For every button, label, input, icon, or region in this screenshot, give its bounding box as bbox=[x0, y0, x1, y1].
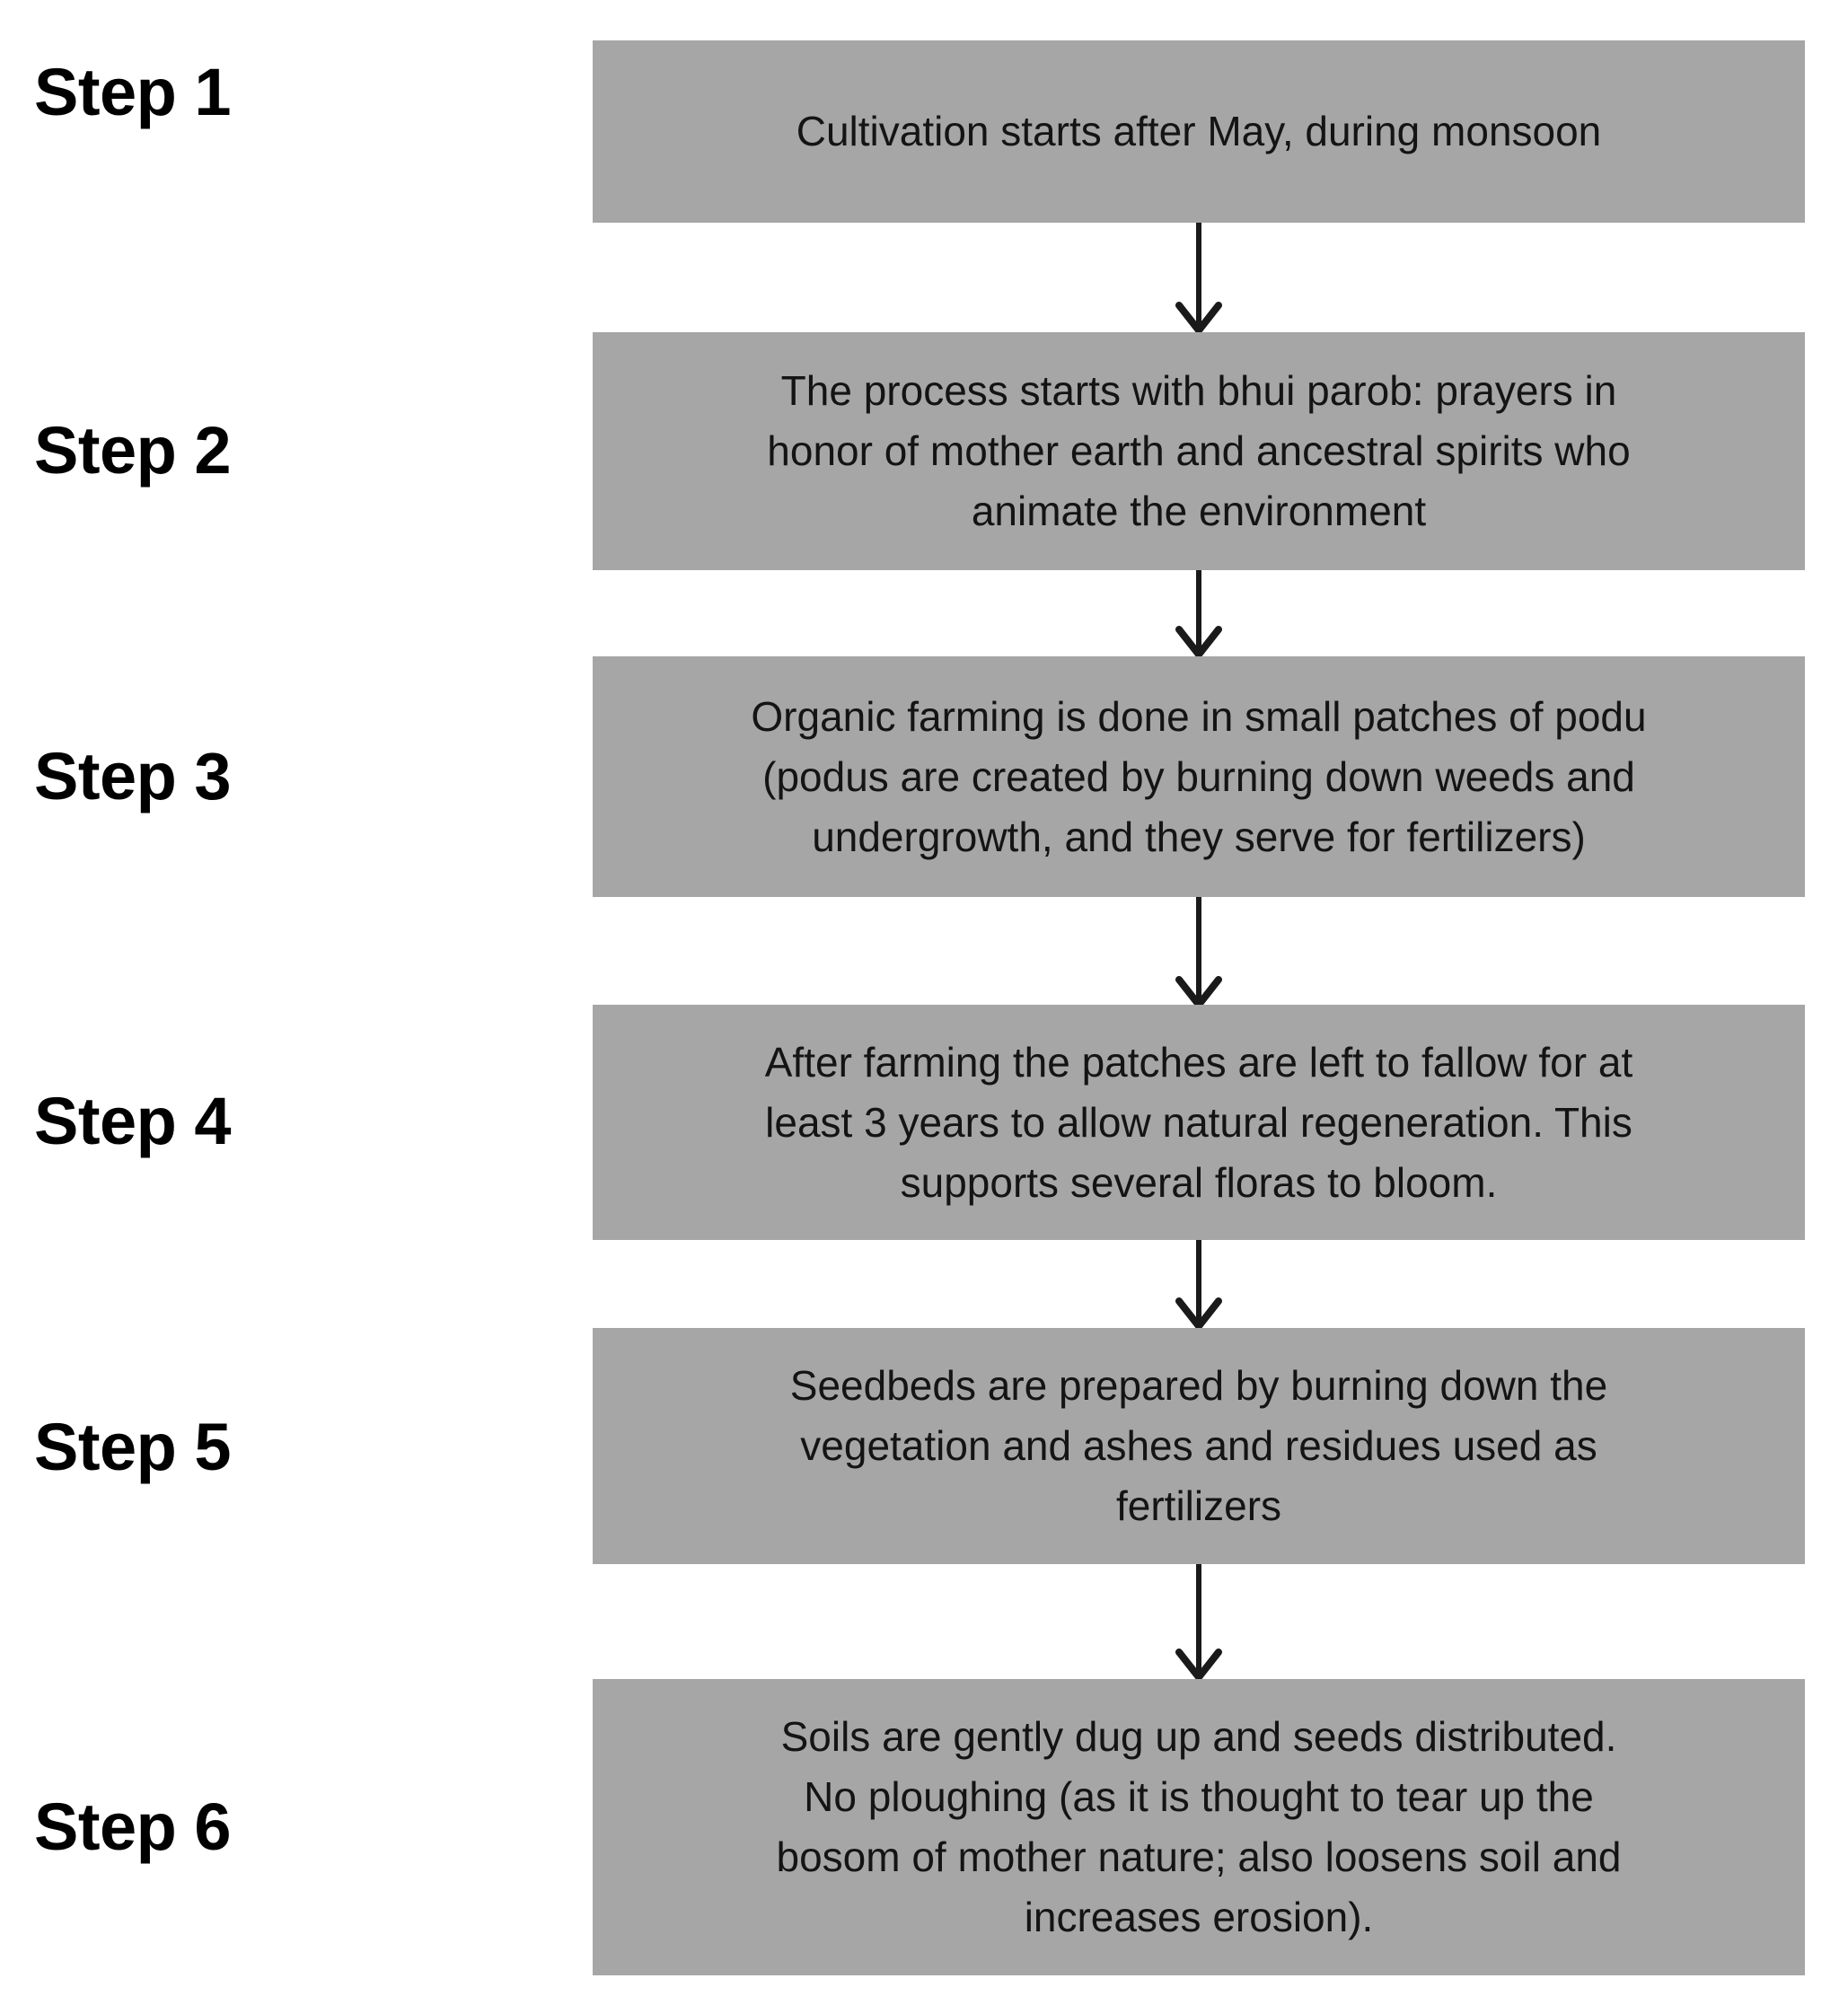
box-line: No ploughing (as it is thought to tear u… bbox=[804, 1773, 1594, 1820]
box-line: animate the environment bbox=[971, 488, 1427, 534]
connector-arrow-3-4 bbox=[1167, 897, 1230, 1007]
process-box-1-text: Cultivation starts after May, during mon… bbox=[609, 101, 1789, 162]
box-line: fertilizers bbox=[1115, 1482, 1282, 1529]
process-box-2[interactable]: The process starts with bhui parob: pray… bbox=[593, 332, 1805, 570]
process-box-2-text: The process starts with bhui parob: pray… bbox=[609, 361, 1789, 541]
box-line: supports several floras to bloom. bbox=[900, 1158, 1498, 1206]
box-line: least 3 years to allow natural regenerat… bbox=[765, 1098, 1632, 1146]
process-box-5-text: Seedbeds are prepared by burning down th… bbox=[609, 1356, 1789, 1536]
box-line: (podus are created by burning down weeds… bbox=[762, 752, 1635, 800]
down-arrow-icon bbox=[1175, 897, 1222, 1007]
process-box-3[interactable]: Organic farming is done in small patches… bbox=[593, 656, 1805, 897]
step-label-5: Step 5 bbox=[34, 1410, 232, 1484]
box-line: Seedbeds are prepared by burning down th… bbox=[789, 1362, 1608, 1409]
box-line: increases erosion). bbox=[1024, 1894, 1374, 1940]
process-box-3-text: Organic farming is done in small patches… bbox=[609, 687, 1789, 867]
step-label-2: Step 2 bbox=[34, 413, 232, 488]
box-line: undergrowth, and they serve for fertiliz… bbox=[812, 813, 1586, 860]
box-line: bosom of mother nature; also loosens soi… bbox=[776, 1833, 1622, 1880]
connector-arrow-4-5 bbox=[1167, 1240, 1230, 1328]
box-line: The process starts with bhui parob: pray… bbox=[780, 367, 1617, 414]
box-line: Cultivation starts after May, during mon… bbox=[796, 108, 1602, 154]
box-line: vegetation and ashes and residues used a… bbox=[800, 1422, 1597, 1469]
down-arrow-icon bbox=[1175, 1240, 1222, 1328]
process-box-4[interactable]: After farming the patches are left to fa… bbox=[593, 1005, 1805, 1240]
step-label-4: Step 4 bbox=[34, 1084, 232, 1158]
process-box-5[interactable]: Seedbeds are prepared by burning down th… bbox=[593, 1328, 1805, 1564]
box-line: After farming the patches are left to fa… bbox=[764, 1038, 1633, 1086]
step-label-6: Step 6 bbox=[34, 1789, 232, 1864]
box-line: honor of mother earth and ancestral spir… bbox=[767, 427, 1631, 474]
process-box-6[interactable]: Soils are gently dug up and seeds distri… bbox=[593, 1679, 1805, 1975]
down-arrow-icon bbox=[1175, 570, 1222, 656]
box-line: Soils are gently dug up and seeds distri… bbox=[780, 1713, 1617, 1760]
process-box-1[interactable]: Cultivation starts after May, during mon… bbox=[593, 40, 1805, 223]
step-label-1: Step 1 bbox=[34, 55, 232, 129]
connector-arrow-2-3 bbox=[1167, 570, 1230, 656]
flow-row-1: Step 1 Cultivation starts after May, dur… bbox=[0, 0, 1848, 269]
connector-arrow-5-6 bbox=[1167, 1564, 1230, 1679]
down-arrow-icon bbox=[1175, 223, 1222, 332]
process-box-6-text: Soils are gently dug up and seeds distri… bbox=[609, 1707, 1789, 1948]
box-line: Organic farming is done in small patches… bbox=[751, 692, 1647, 740]
process-box-4-text: After farming the patches are left to fa… bbox=[609, 1033, 1789, 1213]
down-arrow-icon bbox=[1175, 1564, 1222, 1679]
step-label-3: Step 3 bbox=[34, 739, 232, 813]
connector-arrow-1-2 bbox=[1167, 223, 1230, 332]
